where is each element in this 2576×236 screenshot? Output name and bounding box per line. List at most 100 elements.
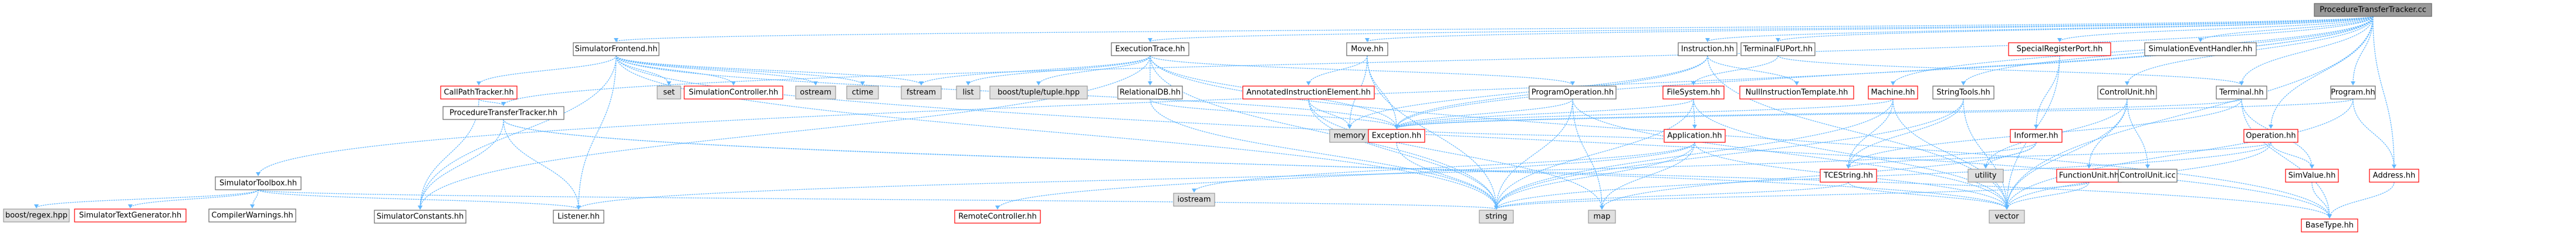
node-label: ControlUnit.hh [2100, 88, 2155, 97]
arrowhead-root-to-special_register_port_hh [2057, 38, 2062, 42]
arrowhead-root-to-simulation_event_handler_hh [2198, 38, 2203, 42]
edge-relational_db_hh-to-string [1150, 98, 1497, 210]
arrowhead-execution_trace_hh-to-list [966, 81, 971, 85]
node-call-path-tracker-hh[interactable]: CallPathTracker.hh [440, 85, 518, 100]
node-remote-controller-hh[interactable]: RemoteController.hh [954, 210, 1041, 224]
arrowhead-control_unit_hh-to-utility [1983, 165, 1988, 169]
node-string-tools-hh[interactable]: StringTools.hh [1932, 85, 1994, 100]
node-simulator-constants-hh[interactable]: SimulatorConstants.hh [374, 210, 466, 224]
node-simulator-toolbox-hh[interactable]: SimulatorToolbox.hh [215, 176, 302, 190]
node-instruction-hh[interactable]: Instruction.hh [1678, 42, 1737, 56]
edge-function_unit_hh-to-string [1496, 182, 2090, 210]
arrowhead-control_unit_hh-to-control_unit_icc [2145, 165, 2150, 169]
node-label: SimulatorConstants.hh [377, 213, 464, 221]
node-label: SimulationController.hh [689, 88, 779, 97]
node-label: utility [1975, 172, 1997, 180]
node-simulation-event-handler-hh[interactable]: SimulationEventHandler.hh [2144, 42, 2257, 56]
edge-file_system_hh-to-vector [1693, 98, 2007, 210]
node-address-hh[interactable]: Address.hh [2369, 169, 2419, 183]
arrowhead-root-to-instruction_hh [1705, 38, 1710, 42]
arrowhead-informer_hh-to-map [1600, 206, 1604, 210]
edge-program_operation_hh-to-vector [1572, 98, 2007, 210]
node-label: boost/regex.hpp [5, 211, 67, 220]
node-box [2285, 169, 2339, 183]
node-vector: vector [1989, 210, 2025, 224]
edge-instruction_hh-to-memory [1349, 55, 1708, 129]
node-special-register-port-hh[interactable]: SpecialRegisterPort.hh [2008, 42, 2111, 56]
edge-terminal_hh-to-base_type_hh [2241, 98, 2330, 218]
node-box [1117, 85, 1183, 100]
node-label: TCEString.hh [1823, 172, 1873, 180]
node-execution-trace-hh[interactable]: ExecutionTrace.hh [1111, 42, 1189, 56]
node-label: vector [1994, 213, 2019, 221]
node-terminal-fu-port-hh[interactable]: TerminalFUPort.hh [1740, 42, 1816, 56]
node-label: ctime [852, 88, 874, 97]
node-box [2330, 85, 2376, 100]
node-root[interactable]: ProcedureTransferTracker.cc [2314, 3, 2432, 17]
node-label: iostream [1177, 196, 1211, 204]
node-base-type-hh[interactable]: BaseType.hh [2301, 218, 2358, 232]
node-listener-hh[interactable]: Listener.hh [553, 210, 604, 224]
arrowhead-root-to-machine_hh [1891, 81, 1895, 85]
node-label: ostream [800, 88, 831, 97]
edge-root-to-execution_trace_hh [1150, 16, 2374, 42]
node-box [795, 85, 836, 100]
arrowhead-root-to-program_hh [2351, 81, 2355, 85]
arrowhead-root-to-execution_trace_hh [1148, 38, 1152, 42]
edge-file_system_hh-to-application_hh [1693, 98, 1695, 129]
edge-root-to-simulator_frontend_hh [616, 16, 2374, 42]
edge-application_hh-to-remote_controller_hh [997, 142, 1695, 210]
node-control-unit-icc[interactable]: ControlUnit.icc [2118, 169, 2178, 183]
edge-informer_hh-to-listener_hh [578, 142, 2037, 210]
node-terminal-hh[interactable]: Terminal.hh [2216, 85, 2267, 100]
edge-simulator_toolbox_hh-to-boost_regex_hpp [36, 189, 259, 208]
node-box [2243, 129, 2298, 143]
node-procedure-transfer-tracker-hh[interactable]: ProcedureTransferTracker.hh [442, 106, 564, 120]
node-simulation-controller-hh[interactable]: SimulationController.hh [684, 85, 783, 100]
node-file-system-hh[interactable]: FileSystem.hh [1662, 85, 1725, 100]
node-box [1346, 42, 1388, 56]
arrowhead-call_path_tracker_hh-to-procedure_transfer_tracker_hh [501, 102, 506, 106]
node-box [1868, 85, 1918, 100]
node-application-hh[interactable]: Application.hh [1664, 129, 1726, 143]
node-sim-value-hh[interactable]: SimValue.hh [2285, 169, 2339, 183]
edge-procedure_transfer_tracker_hh-to-listener_hh [503, 119, 579, 210]
node-label: ExecutionTrace.hh [1115, 45, 1185, 54]
node-function-unit-hh[interactable]: FunctionUnit.hh [2056, 169, 2122, 183]
edge-string_tools_hh-to-vector [1963, 98, 2007, 210]
arrowhead-application_hh-to-iostream [1192, 189, 1196, 193]
node-box [1968, 169, 2004, 183]
edge-simulator_frontend_hh-to-base_type_hh [616, 55, 2330, 218]
node-label: CompilerWarnings.hh [211, 211, 293, 220]
arrowhead-simulator_toolbox_hh-to-boost_regex_hpp [34, 204, 39, 208]
node-annotated-instruction-element-hh[interactable]: AnnotatedInstructionElement.hh [1242, 85, 1375, 100]
edge-procedure_transfer_tracker_hh-to-simulator_constants_hh [420, 119, 504, 210]
edge-execution_trace_hh-to-fstream [921, 55, 1151, 85]
node-box [2216, 85, 2267, 100]
node-label: boost/tuple/tuple.hpp [998, 88, 1080, 97]
node-operation-hh[interactable]: Operation.hh [2243, 129, 2298, 143]
node-exception-hh[interactable]: Exception.hh [1368, 129, 1425, 143]
node-box [1664, 129, 1726, 143]
node-machine-hh[interactable]: Machine.hh [1868, 85, 1918, 100]
node-label: set [663, 88, 675, 97]
arrowhead-program_hh-to-address_hh [2392, 165, 2396, 169]
node-relational-db-hh[interactable]: RelationalDB.hh [1117, 85, 1183, 100]
node-control-unit-hh[interactable]: ControlUnit.hh [2097, 85, 2157, 100]
arrowhead-special_register_port_hh-to-informer_hh [2034, 125, 2039, 129]
node-compiler-warnings-hh[interactable]: CompilerWarnings.hh [208, 208, 296, 223]
edge-root-to-procedure_transfer_tracker_hh [503, 16, 2374, 106]
node-tce-string-hh[interactable]: TCEString.hh [1820, 169, 1877, 183]
edge-program_operation_hh-to-string [1496, 98, 1573, 210]
node-simulator-text-generator-hh[interactable]: SimulatorTextGenerator.hh [74, 208, 187, 223]
node-informer-hh[interactable]: Informer.hh [2010, 129, 2063, 143]
node-program-hh[interactable]: Program.hh [2330, 85, 2376, 100]
node-box [1588, 210, 1616, 224]
node-null-instruction-template-hh[interactable]: NullInstructionTemplate.hh [1739, 85, 1854, 100]
node-label: RelationalDB.hh [1120, 88, 1181, 97]
node-program-operation-hh[interactable]: ProgramOperation.hh [1529, 85, 1617, 100]
node-simulator-frontend-hh[interactable]: SimulatorFrontend.hh [573, 42, 660, 56]
node-label: RemoteController.hh [958, 213, 1037, 221]
node-move-hh[interactable]: Move.hh [1346, 42, 1388, 56]
node-iostream: iostream [1173, 193, 1215, 207]
